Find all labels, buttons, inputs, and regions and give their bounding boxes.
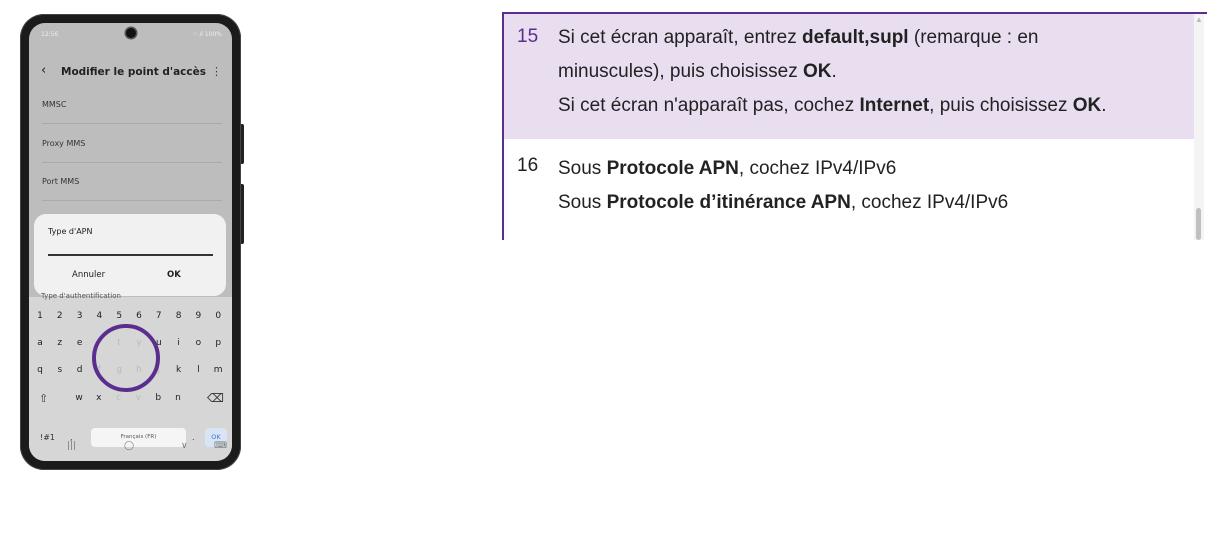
key-b[interactable]: b bbox=[155, 393, 162, 403]
step-number: 16 bbox=[517, 155, 539, 176]
step-line: Si cet écran apparaît, entrez default,su… bbox=[558, 27, 1039, 48]
page-title: Modifier le point d'accès bbox=[61, 66, 207, 78]
scrollbar-thumb[interactable] bbox=[1196, 208, 1201, 240]
key-j[interactable]: j bbox=[157, 365, 161, 375]
key-8[interactable]: 8 bbox=[175, 311, 182, 321]
scrollbar[interactable]: ▲ bbox=[1194, 14, 1204, 240]
key-e[interactable]: e bbox=[76, 338, 83, 348]
key-z[interactable]: z bbox=[57, 338, 63, 348]
key-u[interactable]: u bbox=[155, 338, 162, 348]
key-n[interactable]: n bbox=[175, 393, 181, 403]
step-line: minuscules), puis choisissez OK. bbox=[558, 61, 837, 82]
backspace-key[interactable]: ⌫ bbox=[207, 391, 224, 405]
step-line: Si cet écran n'apparaît pas, cochez Inte… bbox=[558, 95, 1107, 116]
key-2[interactable]: 2 bbox=[56, 311, 63, 321]
comma-key[interactable]: , bbox=[70, 433, 73, 442]
shift-key[interactable]: ⇧ bbox=[39, 392, 49, 405]
divider bbox=[42, 162, 222, 163]
nav-bar: ||| ◯ ∨ ⌨ bbox=[29, 433, 232, 461]
volume-button bbox=[241, 124, 244, 164]
key-a[interactable]: a bbox=[37, 338, 43, 348]
auth-type-label: Type d'authentification bbox=[41, 292, 121, 300]
key-d[interactable]: d bbox=[76, 365, 83, 375]
instructions-panel: 15 Si cet écran apparaît, entrez default… bbox=[502, 12, 1207, 240]
back-icon[interactable]: ∨ bbox=[181, 441, 188, 451]
apn-type-dialog: Type d'APN Annuler OK bbox=[34, 214, 226, 296]
step-line: Sous Protocole APN, cochez IPv4/IPv6 bbox=[558, 158, 897, 179]
scroll-up-icon[interactable]: ▲ bbox=[1195, 15, 1203, 24]
divider bbox=[42, 200, 222, 201]
status-indicators: ⁘.ıl 100% bbox=[192, 31, 222, 38]
back-arrow-icon[interactable]: ‹ bbox=[41, 63, 47, 78]
key-i[interactable]: i bbox=[177, 338, 180, 348]
status-bar: 12:56 ⁘.ıl 100% bbox=[29, 23, 232, 49]
key-s[interactable]: s bbox=[57, 365, 63, 375]
key-9[interactable]: 9 bbox=[195, 311, 202, 321]
step-16: 16 Sous Protocole APN, cochez IPv4/IPv6 … bbox=[504, 139, 1194, 240]
step-15: 15 Si cet écran apparaît, entrez default… bbox=[504, 14, 1194, 139]
recent-apps-icon[interactable]: ||| bbox=[67, 441, 77, 451]
key-6[interactable]: 6 bbox=[136, 311, 142, 321]
key-q[interactable]: q bbox=[37, 365, 43, 375]
key-l[interactable]: l bbox=[197, 365, 200, 375]
step-number: 15 bbox=[517, 26, 539, 47]
key-7[interactable]: 7 bbox=[155, 311, 162, 321]
dialog-label: Type d'APN bbox=[48, 227, 93, 236]
key-c[interactable]: c bbox=[116, 393, 122, 403]
key-4[interactable]: 4 bbox=[96, 311, 103, 321]
key-1[interactable]: 1 bbox=[37, 311, 43, 321]
field-proxy-mms[interactable]: Proxy MMS bbox=[42, 139, 86, 148]
ok-button[interactable]: OK bbox=[167, 270, 181, 280]
key-m[interactable]: m bbox=[213, 365, 223, 375]
field-mmsc[interactable]: MMSC bbox=[42, 100, 67, 109]
status-time: 12:56 bbox=[41, 31, 59, 38]
step-line: Sous Protocole d’itinérance APN, cochez … bbox=[558, 192, 1009, 213]
divider bbox=[42, 123, 222, 124]
home-icon[interactable]: ◯ bbox=[124, 441, 135, 451]
key-x[interactable]: x bbox=[96, 393, 102, 403]
keyboard-ok-key[interactable]: OK bbox=[205, 428, 227, 447]
symbols-key[interactable]: !#1 bbox=[40, 433, 55, 442]
key-v[interactable]: v bbox=[135, 393, 142, 403]
period-key[interactable]: . bbox=[192, 433, 195, 442]
highlight-circle bbox=[92, 324, 160, 392]
space-key[interactable]: Français (FR) bbox=[91, 428, 186, 447]
key-0[interactable]: 0 bbox=[215, 311, 222, 321]
key-5[interactable]: 5 bbox=[116, 311, 123, 321]
app-bar: ‹ Modifier le point d'accès ⋮ bbox=[29, 63, 232, 87]
keyboard-icon[interactable]: ⌨ bbox=[214, 441, 227, 451]
more-options-icon[interactable]: ⋮ bbox=[211, 65, 222, 78]
power-button bbox=[241, 184, 244, 244]
key-k[interactable]: k bbox=[175, 365, 182, 375]
field-port-mms[interactable]: Port MMS bbox=[42, 177, 80, 186]
key-w[interactable]: w bbox=[75, 393, 83, 403]
phone-screen: 12:56 ⁘.ıl 100% ‹ Modifier le point d'ac… bbox=[29, 23, 232, 461]
key-o[interactable]: o bbox=[195, 338, 202, 348]
phone-mockup: 12:56 ⁘.ıl 100% ‹ Modifier le point d'ac… bbox=[20, 14, 244, 470]
camera-icon bbox=[125, 28, 136, 38]
key-3[interactable]: 3 bbox=[76, 311, 83, 321]
key-p[interactable]: p bbox=[215, 338, 222, 348]
apn-type-input[interactable] bbox=[48, 254, 213, 256]
cancel-button[interactable]: Annuler bbox=[72, 270, 106, 280]
